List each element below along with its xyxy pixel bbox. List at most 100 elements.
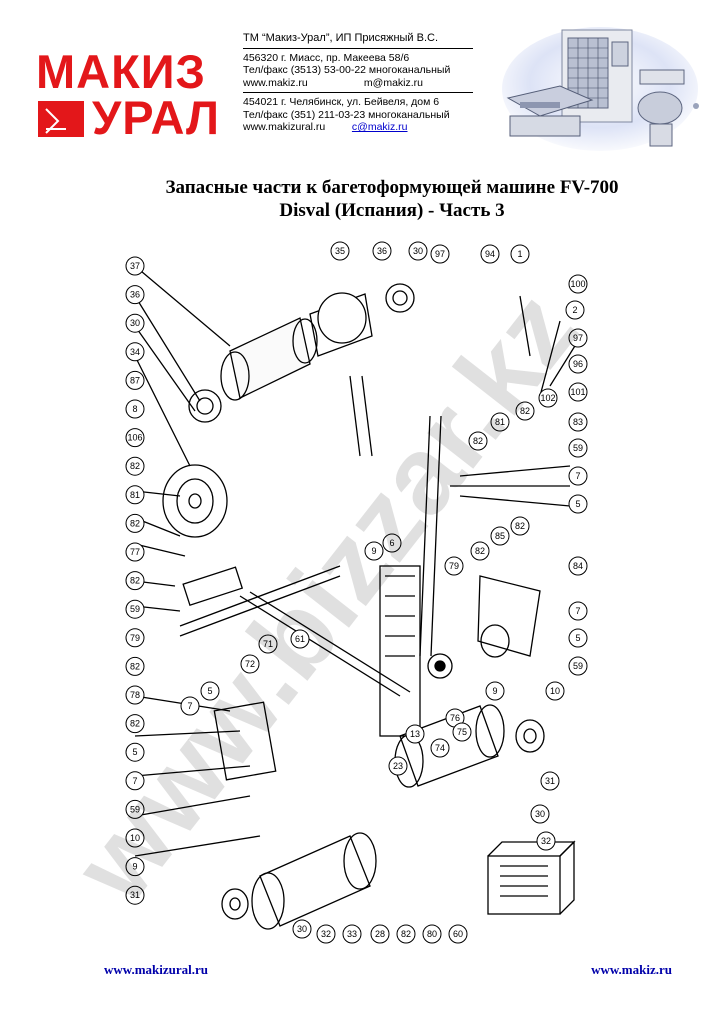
callout-circle <box>444 556 464 576</box>
callout-circle <box>125 714 145 734</box>
callout-number: 61 <box>295 634 305 644</box>
callout-number: 34 <box>130 347 140 357</box>
callout-number: 36 <box>130 290 140 300</box>
callout-number: 82 <box>130 661 140 671</box>
callout-circle <box>125 656 145 676</box>
callout-circle <box>125 628 145 648</box>
callout-circle <box>290 629 310 649</box>
callout-number: 7 <box>187 701 192 711</box>
callout-number: 31 <box>545 776 555 786</box>
callout-number: 5 <box>132 747 137 757</box>
callout-number: 1 <box>517 249 522 259</box>
callout-circle <box>240 654 260 674</box>
callout-circle <box>565 300 585 320</box>
miass-site[interactable]: www.makiz.ru <box>243 76 308 89</box>
callout-circle <box>388 756 408 776</box>
callout-circle <box>125 399 145 419</box>
callout-circle <box>125 370 145 390</box>
callout-number: 9 <box>371 546 376 556</box>
callout-number: 37 <box>130 261 140 271</box>
divider <box>243 47 473 49</box>
callout-circle <box>125 542 145 562</box>
callout-circle <box>568 354 588 374</box>
callout-circle <box>125 513 145 533</box>
miass-email[interactable]: m@makiz.ru <box>363 76 423 89</box>
callout-number: 72 <box>245 659 255 669</box>
callout-circle <box>490 526 510 546</box>
callout-circle <box>430 738 450 758</box>
document-title: Запасные части к багетоформующей машине … <box>0 176 724 222</box>
footer-link-makiz[interactable]: www.makiz.ru <box>591 962 672 977</box>
callout-circle <box>125 885 145 905</box>
callout-circle <box>125 456 145 476</box>
callout-number: 30 <box>535 809 545 819</box>
callout-circle <box>545 681 565 701</box>
callout-circle <box>568 556 588 576</box>
callout-number: 28 <box>375 929 385 939</box>
callout-number: 82 <box>515 521 525 531</box>
callout-circle <box>568 328 588 348</box>
callout-number: 79 <box>130 633 140 643</box>
callout-circle <box>515 401 535 421</box>
equipment-illustration <box>502 27 699 151</box>
chelyabinsk-email[interactable]: c@makiz.ru <box>351 121 408 133</box>
callout-circle <box>200 681 220 701</box>
miass-phone: Тел/факс (3513) 53-00-22 многоканальный <box>243 64 451 76</box>
callout-number: 81 <box>130 490 140 500</box>
callout-circle <box>538 388 558 408</box>
callout-number: 96 <box>573 359 583 369</box>
callout-circle <box>125 428 145 448</box>
callout-number: 101 <box>570 387 585 397</box>
callout-number: 77 <box>130 547 140 557</box>
callout-number: 7 <box>575 471 580 481</box>
callout-number: 30 <box>297 924 307 934</box>
callout-number: 97 <box>435 249 445 259</box>
callout-circle <box>408 241 428 261</box>
callout-circle <box>125 599 145 619</box>
callout-number: 23 <box>393 761 403 771</box>
callout-number: 30 <box>130 318 140 328</box>
exploded-parts-diagram: 3736303487810682818277825979827882575910… <box>125 241 588 944</box>
chelyabinsk-address: 454021 г. Челябинск, ул. Бейвеля, дом 6 <box>243 96 440 108</box>
callout-circle <box>382 533 402 553</box>
callout-number: 7 <box>132 776 137 786</box>
callout-circle <box>448 924 468 944</box>
callout-circle <box>125 256 145 276</box>
callout-number: 9 <box>492 686 497 696</box>
callout-number: 94 <box>485 249 495 259</box>
callout-circle <box>125 799 145 819</box>
title-line-1: Запасные части к багетоформующей машине … <box>165 177 619 198</box>
callout-circle <box>470 541 490 561</box>
callout-number: 81 <box>495 417 505 427</box>
footer-link-makizural[interactable]: www.makizural.ru <box>104 962 208 977</box>
callout-number: 59 <box>130 804 140 814</box>
callout-circle <box>468 431 488 451</box>
callout-number: 82 <box>473 436 483 446</box>
callout-number: 84 <box>573 561 583 571</box>
callout-number: 102 <box>540 393 555 403</box>
callout-circle <box>396 924 416 944</box>
callout-number: 32 <box>321 929 331 939</box>
callout-circle <box>568 466 588 486</box>
callout-circle <box>330 241 350 261</box>
callout-circle <box>568 656 588 676</box>
callout-number: 9 <box>132 862 137 872</box>
callout-circle <box>316 924 336 944</box>
callout-number: 2 <box>572 305 577 315</box>
callout-number: 79 <box>449 561 459 571</box>
callout-number: 59 <box>573 443 583 453</box>
callout-number: 82 <box>130 461 140 471</box>
callout-number: 87 <box>130 375 140 385</box>
logo-mark-icon <box>38 101 84 137</box>
callout-circle <box>568 494 588 514</box>
callout-circle <box>125 313 145 333</box>
chelyabinsk-site[interactable]: www.makizural.ru <box>243 121 326 133</box>
company-logo: МАКИЗ УРАЛ <box>30 44 235 144</box>
callout-number: 10 <box>130 833 140 843</box>
callout-number: 97 <box>573 333 583 343</box>
callout-circle <box>125 485 145 505</box>
callout-number: 76 <box>450 713 460 723</box>
callout-circle <box>568 412 588 432</box>
callout-circle <box>125 685 145 705</box>
callout-number: 35 <box>335 246 345 256</box>
